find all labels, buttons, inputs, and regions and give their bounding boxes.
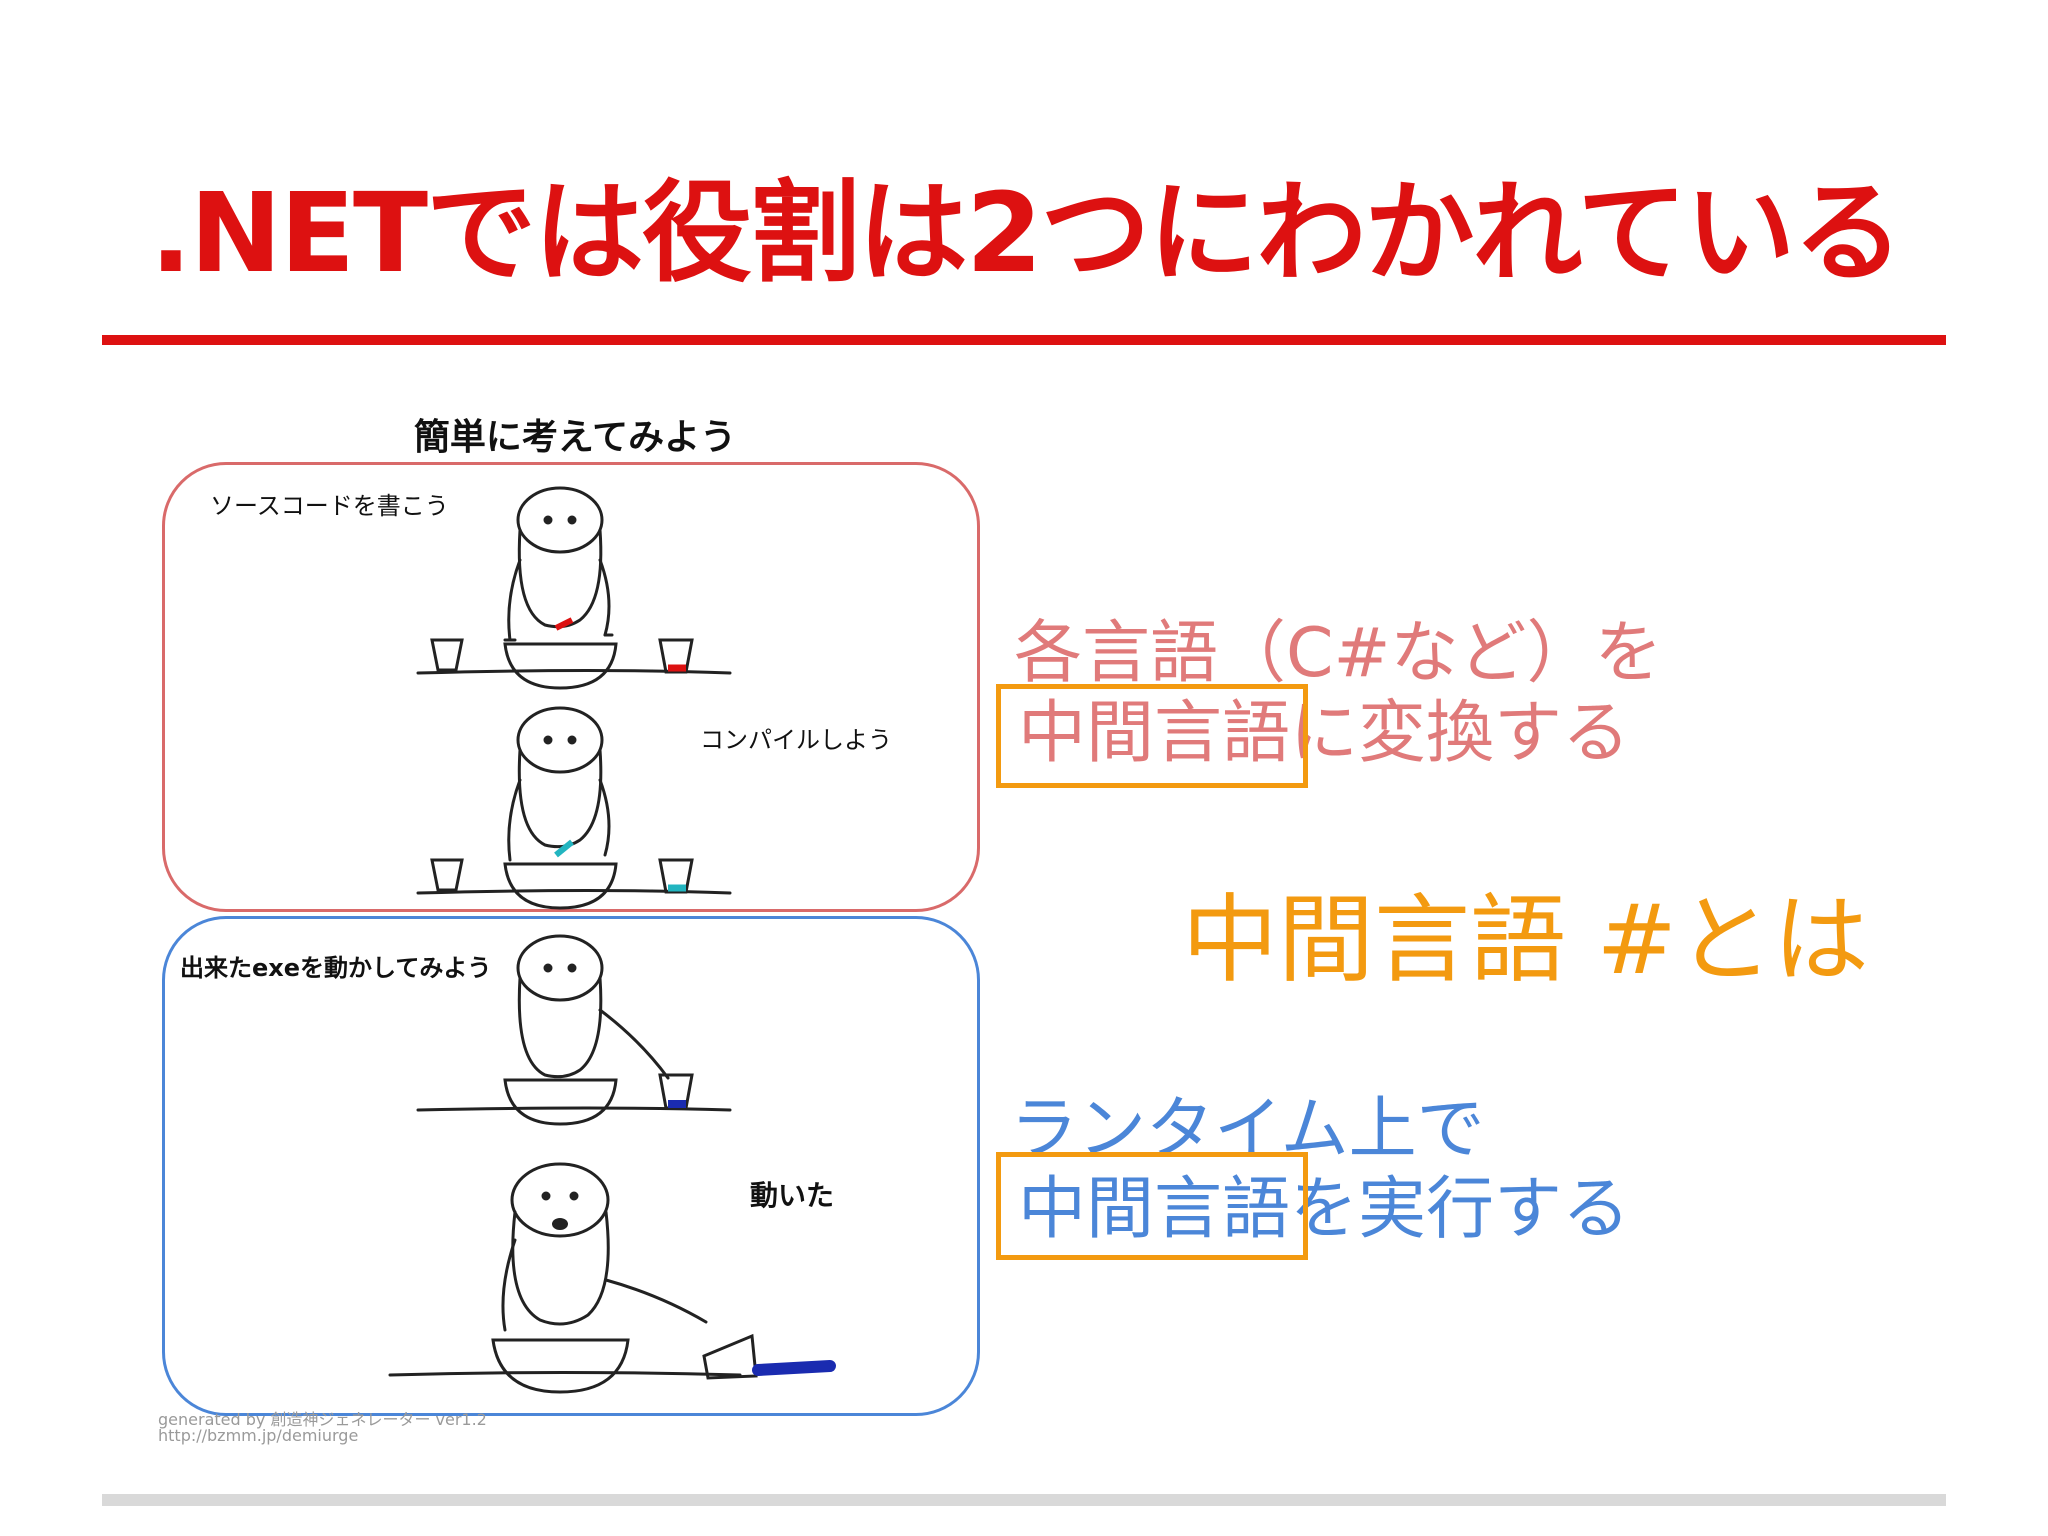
cup-right-1 xyxy=(658,638,694,674)
god-figure-1 xyxy=(503,486,614,642)
ground-2 xyxy=(416,889,732,895)
compile-text-line1: 各言語（C#など）を xyxy=(1014,614,1663,693)
tipped-cup xyxy=(702,1333,758,1380)
runtime-intermediate-language: 中間言語 xyxy=(1018,1170,1291,1249)
credit-line-1: generated by 創造神ジェネレーター ver1.2 xyxy=(158,1410,487,1429)
red-ink-1 xyxy=(554,617,574,631)
caption-write: ソースコードを書こう xyxy=(210,492,449,520)
comic-heading: 簡単に考えてみよう xyxy=(413,417,737,458)
runtime-execute: を実行する xyxy=(1290,1170,1631,1249)
spilled-blue xyxy=(752,1360,836,1376)
bowl-3 xyxy=(503,1078,618,1126)
title-underline xyxy=(102,335,1946,345)
cup-right-2 xyxy=(658,858,694,894)
caption-run: 出来たexeを動かしてみよう xyxy=(180,954,492,982)
bowl-4 xyxy=(491,1338,630,1394)
god-figure-4 xyxy=(501,1162,708,1332)
ground-4 xyxy=(388,1371,742,1377)
bottom-divider xyxy=(102,1494,1946,1506)
caption-moved: 動いた xyxy=(750,1179,835,1212)
ground-3 xyxy=(416,1106,732,1112)
compile-intermediate-language: 中間言語 xyxy=(1018,694,1291,773)
highlight-box-runtime xyxy=(996,1152,1308,1260)
intermediate-language-heading: 中間言語 #とは xyxy=(1182,884,1869,996)
god-figure-3 xyxy=(516,934,670,1080)
open-mouth xyxy=(552,1218,568,1230)
slide-title: .NETでは役割は2つにわかれている xyxy=(150,169,1903,297)
cup-left-2 xyxy=(430,858,464,892)
cyan-ink xyxy=(554,839,574,858)
compile-panel-frame xyxy=(162,462,980,912)
caption-compile: コンパイルしよう xyxy=(700,726,892,754)
highlight-box-compile xyxy=(996,684,1308,788)
cup-left-1 xyxy=(430,638,464,672)
ground-1 xyxy=(416,669,732,675)
compile-text-line2: 中間言語に変換する xyxy=(1018,700,1630,768)
god-figure-2 xyxy=(507,706,611,862)
bowl-1 xyxy=(503,642,618,690)
compile-convert: に変換する xyxy=(1290,694,1631,773)
credit-line-2: http://bzmm.jp/demiurge xyxy=(158,1426,359,1445)
runtime-text-line2: 中間言語を実行する xyxy=(1018,1176,1630,1244)
bowl-2 xyxy=(503,862,618,910)
run-panel-frame xyxy=(162,916,980,1416)
